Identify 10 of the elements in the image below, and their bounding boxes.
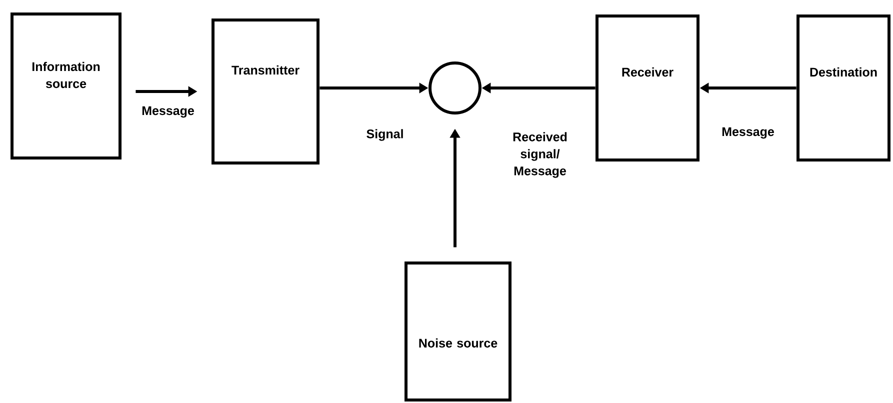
process-box: Noise source [404, 261, 512, 402]
edge-label: Message [142, 106, 194, 118]
summing-circle [428, 62, 482, 114]
process-box: Transmitter [212, 18, 320, 164]
edge-label: Message [722, 127, 774, 139]
edge-label: Signal [366, 129, 403, 141]
process-box: Destination [796, 14, 890, 162]
process-box: Receiver [596, 14, 700, 162]
process-box: Information source [10, 12, 122, 160]
edge-label: Received signal/ Message [513, 132, 567, 178]
